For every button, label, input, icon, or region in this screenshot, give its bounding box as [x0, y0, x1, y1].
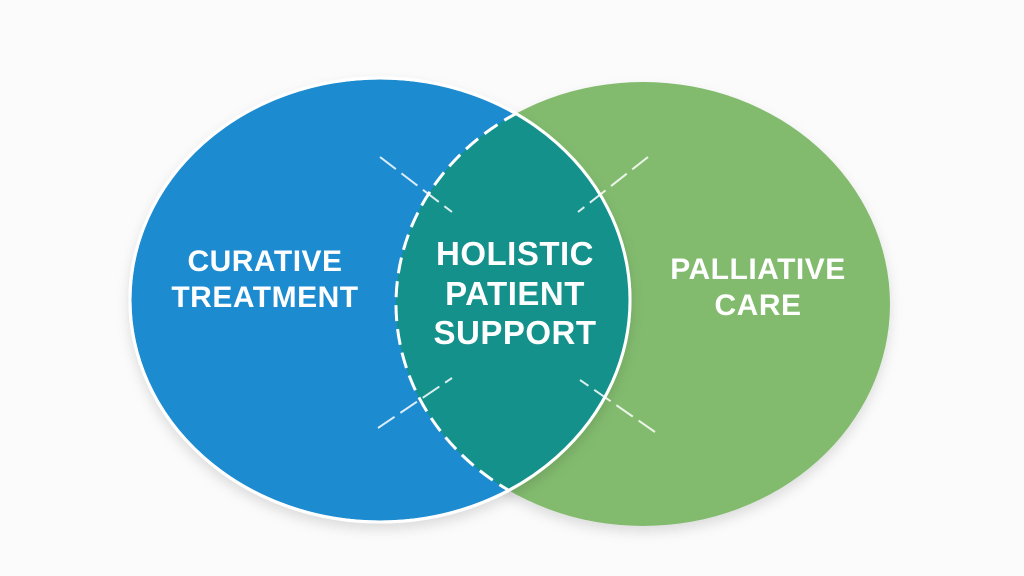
label-line: CURATIVE: [187, 245, 343, 278]
label-line: CARE: [714, 289, 802, 322]
holistic-patient-support-label: HOLISTIC PATIENT SUPPORT: [405, 234, 625, 353]
label-line: HOLISTIC: [436, 235, 594, 272]
label-line: PALLIATIVE: [670, 253, 846, 286]
palliative-care-label: PALLIATIVE CARE: [648, 252, 868, 324]
tick-mark-top-left: [379, 156, 453, 213]
overlap-region: [396, 82, 630, 522]
tick-mark-top-right: [577, 156, 649, 213]
label-line: SUPPORT: [433, 314, 597, 352]
label-line: PATIENT: [445, 274, 585, 312]
curative-treatment-label: CURATIVE TREATMENT: [150, 244, 380, 316]
label-line: TREATMENT: [171, 281, 359, 314]
left-circle-outline: [128, 76, 632, 524]
tick-mark-bottom-left: [377, 377, 453, 429]
tick-mark-bottom-right: [579, 379, 656, 433]
